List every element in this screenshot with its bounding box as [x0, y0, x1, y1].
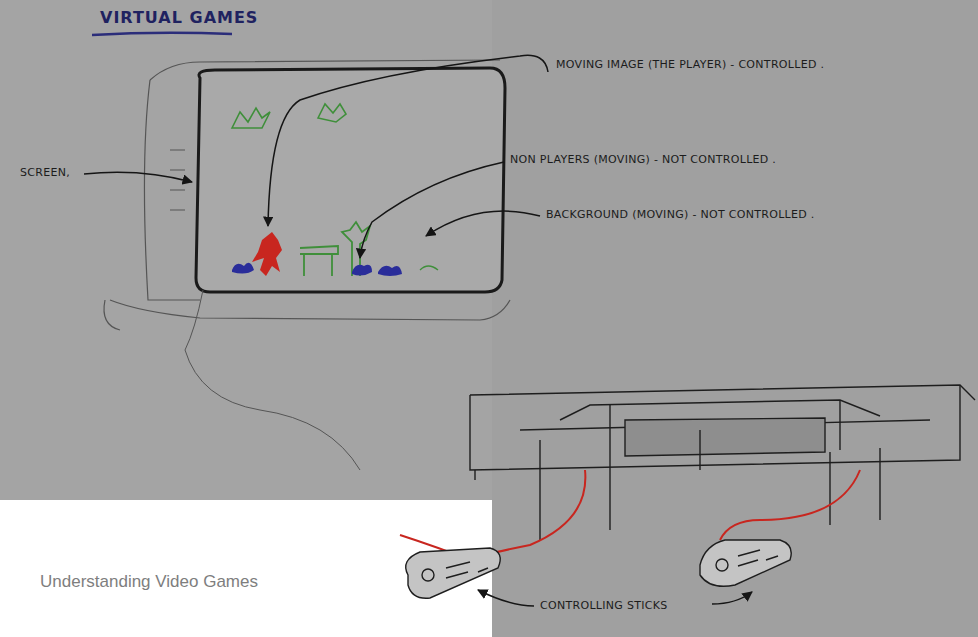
controller-wire	[720, 470, 860, 540]
part-label: SCREEN,	[20, 166, 70, 179]
figure-caption: Understanding Video Games	[40, 572, 258, 592]
callout-note: MOVING IMAGE (THE PLAYER) - CONTROLLED .	[556, 58, 824, 71]
screen-outline	[196, 68, 505, 292]
leader-lines	[84, 55, 752, 606]
background-table	[300, 246, 338, 276]
player-figure	[252, 232, 282, 276]
paper-panel	[492, 0, 978, 637]
callout-note: NON PLAYERS (MOVING) - NOT CONTROLLED .	[510, 153, 776, 166]
title-underline	[92, 33, 232, 35]
sketch-title: VIRTUAL GAMES	[100, 8, 258, 27]
background-bush	[420, 266, 438, 270]
console-box	[470, 385, 975, 540]
background-cloud	[232, 108, 270, 128]
callout-note: BACKGROUND (MOVING) - NOT CONTROLLED .	[546, 208, 815, 221]
controller-stick	[700, 540, 791, 586]
part-label: CONTROLLING STICKS	[540, 599, 668, 612]
controller-stick	[406, 548, 501, 598]
monitor-cable	[185, 290, 360, 470]
paper-panel	[0, 0, 520, 500]
background-cloud	[318, 104, 346, 122]
monitor-body	[104, 60, 510, 330]
controller-wire	[470, 470, 585, 560]
non-player-figures	[232, 263, 402, 276]
